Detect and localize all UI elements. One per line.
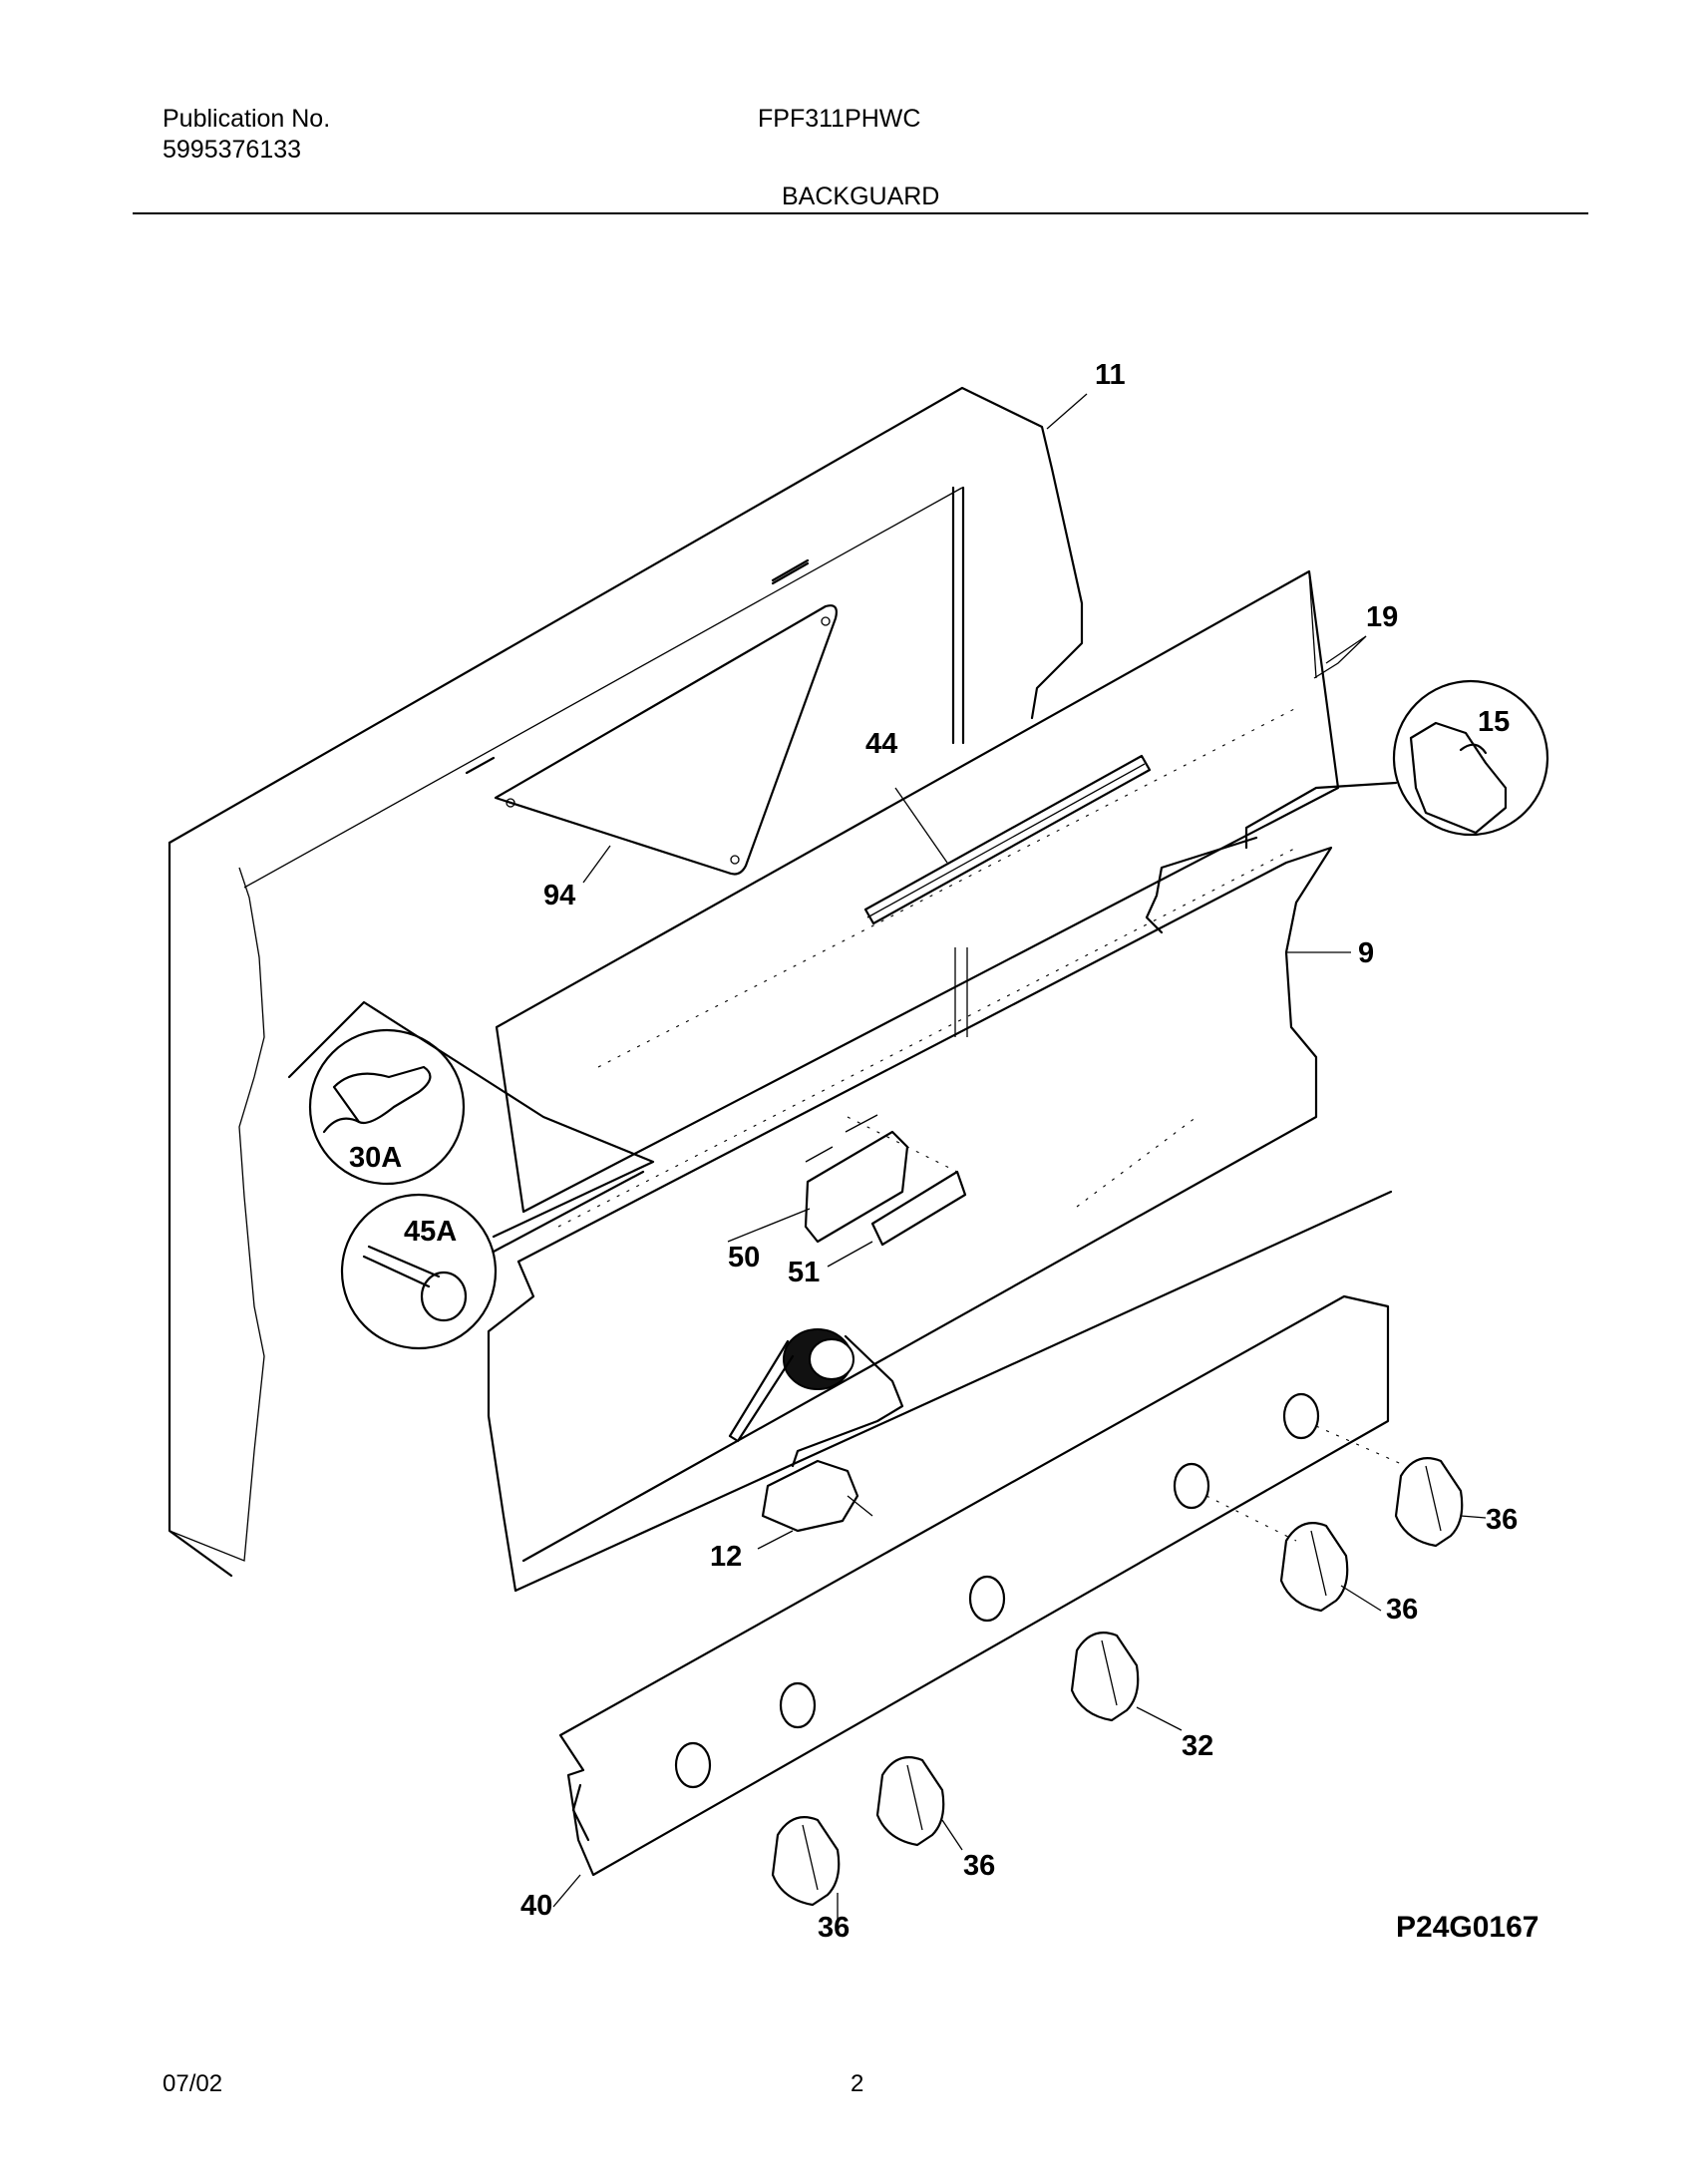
callout-36-b: 36 bbox=[1386, 1594, 1418, 1626]
callout-36-c: 36 bbox=[963, 1850, 995, 1882]
callout-50: 50 bbox=[728, 1242, 760, 1273]
callout-36-a: 36 bbox=[1486, 1504, 1518, 1536]
callout-40: 40 bbox=[520, 1890, 552, 1922]
callout-36-d: 36 bbox=[818, 1912, 850, 1944]
footer-date: 07/02 bbox=[163, 2070, 223, 2097]
detail-circle-part-15 bbox=[1244, 679, 1549, 850]
knob-part-36-a bbox=[1394, 1457, 1464, 1548]
callout-94: 94 bbox=[543, 880, 575, 911]
publication-number: 5995376133 bbox=[163, 136, 302, 164]
callout-30A: 30A bbox=[349, 1142, 402, 1174]
switch-assembly-part-12 bbox=[728, 1328, 904, 1533]
triangular-plate-part-94 bbox=[494, 604, 838, 884]
leader-lines bbox=[552, 393, 1487, 1920]
callout-15: 15 bbox=[1478, 706, 1510, 738]
callout-45A: 45A bbox=[404, 1216, 457, 1248]
callout-51: 51 bbox=[788, 1257, 820, 1288]
knob-part-32 bbox=[1070, 1632, 1140, 1722]
callout-19: 19 bbox=[1366, 601, 1398, 633]
detail-circle-part-30A bbox=[287, 1000, 655, 1239]
model-number: FPF311PHWC bbox=[758, 105, 921, 133]
knob-part-36-b bbox=[1279, 1522, 1349, 1613]
page-number: 2 bbox=[851, 2070, 864, 2097]
figure-code: P24G0167 bbox=[1396, 1911, 1538, 1944]
part-50-bracket bbox=[804, 1114, 909, 1244]
knob-part-36-c bbox=[875, 1756, 945, 1847]
trim-strip-part-44 bbox=[863, 754, 1152, 925]
publication-label: Publication No. bbox=[163, 105, 331, 133]
callout-12: 12 bbox=[710, 1541, 742, 1573]
knob-part-36-d bbox=[771, 1816, 841, 1907]
control-panel-part-19 bbox=[495, 569, 1367, 1214]
callout-32: 32 bbox=[1182, 1730, 1213, 1762]
part-51-label-plate bbox=[870, 1170, 967, 1247]
callout-11: 11 bbox=[1095, 359, 1126, 391]
knob-panel-part-40 bbox=[558, 1294, 1407, 1877]
callout-9: 9 bbox=[1358, 937, 1374, 969]
section-title: BACKGUARD bbox=[782, 182, 940, 210]
header-rule bbox=[133, 212, 1588, 214]
callout-44: 44 bbox=[865, 728, 897, 760]
backguard-panel-part-11 bbox=[168, 386, 1084, 1578]
detail-circle-part-45A bbox=[340, 1170, 645, 1350]
